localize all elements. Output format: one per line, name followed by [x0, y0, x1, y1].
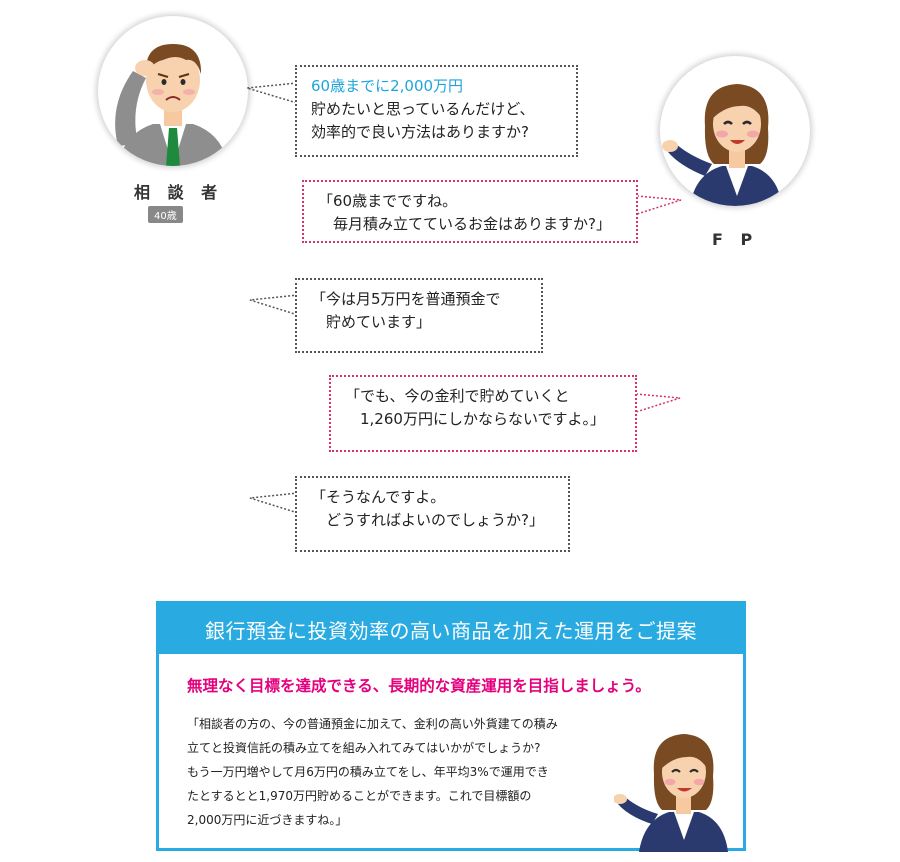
bubble-line: どうすればよいのでしょうか?」 — [311, 511, 544, 529]
speech-bubble-fp-2: 「でも、今の金利で貯めていくと 1,260万円にしかならないですよ。」 — [329, 375, 637, 452]
bubble-line: 貯めています」 — [311, 313, 432, 331]
bubble-line: 1,260万円にしかならないですよ。」 — [345, 410, 605, 428]
proposal-body: 「相談者の方の、今の普通預金に加えて、金利の高い外貨建ての積み 立てと投資信託の… — [187, 712, 607, 832]
speech-bubble-fp-1: 「60歳までですね。 毎月積み立てているお金はありますか?」 — [302, 180, 638, 243]
consultant-avatar — [98, 16, 248, 166]
consultant-name: 相 談 者 — [134, 183, 224, 202]
proposal-body-line: 「相談者の方の、今の普通預金に加えて、金利の高い外貨建ての積み — [187, 717, 558, 731]
bubble-line: 「今は月5万円を普通預金で — [311, 290, 501, 308]
bubble-tail-3 — [249, 294, 299, 316]
bubble-tail-4 — [635, 393, 681, 413]
bubble-tail-5 — [249, 492, 299, 514]
bubble-line: 60歳までに2,000万円 — [311, 77, 464, 95]
bubble-tail-1 — [246, 82, 298, 104]
proposal-body-line: たとするとと1,970万円貯めることができます。これで目標額の — [187, 789, 532, 803]
worried-man-illustration — [115, 44, 228, 166]
proposal-box: 銀行預金に投資効率の高い商品を加えた運用をご提案 無理なく目標を達成できる、長期… — [156, 601, 746, 852]
speech-bubble-consultant-1: 60歳までに2,000万円 貯めたいと思っているんだけど、 効率的で良い方法はあ… — [295, 65, 578, 157]
fp-name: F P — [712, 230, 759, 249]
proposal-body-line: 2,000万円に近づきますね。」 — [187, 813, 348, 827]
bubble-line: 「そうなんですよ。 — [311, 488, 446, 506]
bubble-tail-2 — [636, 195, 682, 215]
proposal-body-line: 立てと投資信託の積み立てを組み入れてみてはいかがでしょうか? — [187, 741, 541, 755]
bubble-line: 「でも、今の金利で貯めていくと — [345, 387, 570, 405]
bubble-line: 「60歳までですね。 — [318, 192, 458, 210]
speech-bubble-consultant-2: 「今は月5万円を普通預金で 貯めています」 — [295, 278, 543, 353]
consultant-age-badge: 40歳 — [148, 206, 183, 223]
bubble-line: 毎月積み立てているお金はありますか?」 — [318, 215, 611, 233]
proposal-subtitle: 無理なく目標を達成できる、長期的な資産運用を目指しましょう。 — [187, 677, 651, 695]
speech-bubble-consultant-3: 「そうなんですよ。 どうすればよいのでしょうか?」 — [295, 476, 570, 552]
bubble-line: 効率的で良い方法はありますか? — [311, 123, 529, 141]
bubble-line: 貯めたいと思っているんだけど、 — [311, 100, 535, 118]
proposal-title: 銀行預金に投資効率の高い商品を加えた運用をご提案 — [159, 604, 743, 654]
fp-woman-illustration — [662, 84, 782, 206]
fp-woman-small-illustration — [614, 734, 728, 852]
proposal-body-line: もう一万円増やして月6万円の積み立てをし、年平均3%で運用でき — [187, 765, 549, 779]
fp-avatar — [660, 56, 810, 206]
